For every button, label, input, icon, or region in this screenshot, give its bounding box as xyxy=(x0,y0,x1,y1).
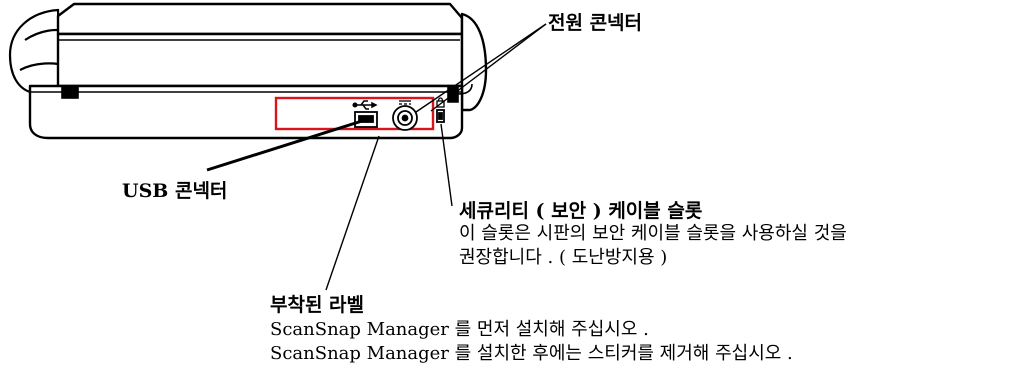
lock-symbol-icon xyxy=(436,97,445,108)
security-slot-desc-line: 이 슬롯은 시판의 보안 케이블 슬롯을 사용하실 것을 xyxy=(459,223,847,244)
attached-label-desc-line: ScanSnap Manager 를 설치한 후에는 스티커를 제거해 주십시오… xyxy=(270,343,793,364)
port-highlight-box xyxy=(274,96,435,131)
security-slot-desc-line: 권장합니다 . ( 도난방지용 ) xyxy=(459,247,668,268)
body-details xyxy=(30,39,473,103)
usb-connector-label: USB 콘넥터 xyxy=(122,180,228,202)
attached-label-description: ScanSnap Manager 를 먼저 설치해 주십시오 . ScanSna… xyxy=(270,318,793,366)
security-slot-description: 이 슬롯은 시판의 보안 케이블 슬롯을 사용하실 것을 권장합니다 . ( 도… xyxy=(459,222,847,270)
power-connector-label: 전원 콘넥터 xyxy=(548,12,643,34)
power-port xyxy=(392,105,418,131)
power-symbol-icon xyxy=(399,100,411,105)
security-slot xyxy=(436,109,445,123)
usb-symbol-icon xyxy=(352,100,378,110)
attached-label-title: 부착된 라벨 xyxy=(270,294,365,316)
usb-port xyxy=(354,111,378,128)
security-slot-title: 세큐리티 ( 보안 ) 케이블 슬롯 xyxy=(459,200,703,222)
attached-label-desc-line: ScanSnap Manager 를 먼저 설치해 주십시오 . xyxy=(270,319,649,340)
callout-lines xyxy=(206,23,547,291)
